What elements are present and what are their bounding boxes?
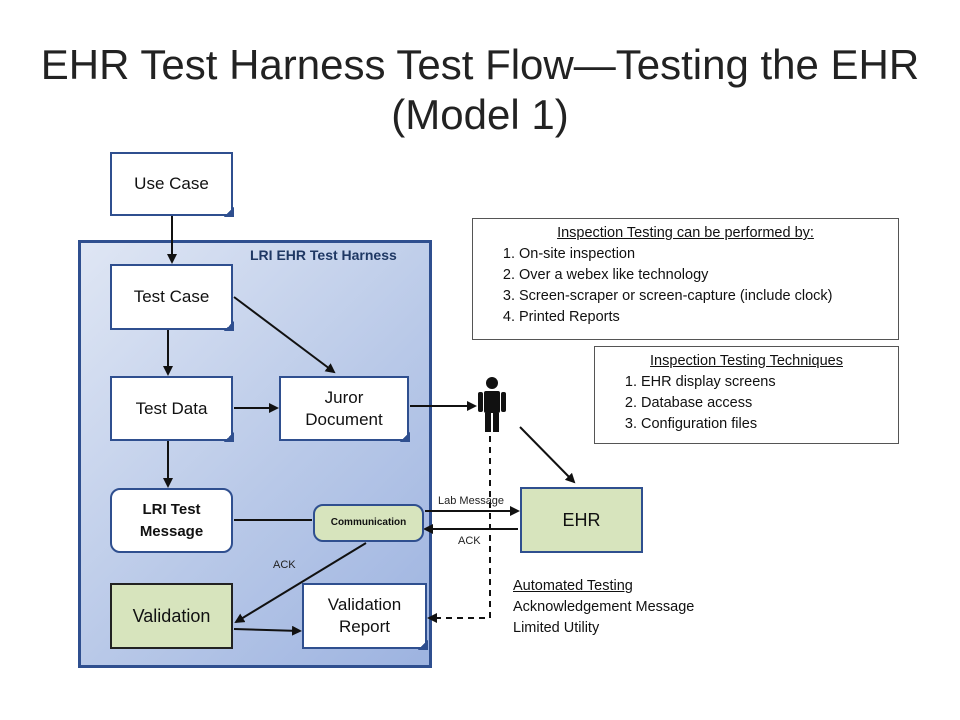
validation-report-label-2: Report <box>338 617 391 636</box>
list-item: Printed Reports <box>519 307 890 328</box>
title-line-2: (Model 1) <box>391 91 569 138</box>
validation-report-label-1: Validation <box>327 595 402 614</box>
title-line-1: EHR Test Harness Test Flow—Testing the E… <box>40 41 920 88</box>
lab-message-label: Lab Message <box>438 495 505 507</box>
test-case-box: Test Case <box>110 264 234 331</box>
lri-test-message-box: LRI Test Message <box>110 488 233 553</box>
automated-testing-line-1: Acknowledgement Message <box>513 599 695 615</box>
arrow-comm-validation <box>234 542 367 624</box>
validation-report-box: Validation Report <box>302 583 428 650</box>
lri-test-message-label-2: Message <box>139 522 204 540</box>
communication-box: Communication <box>313 504 424 542</box>
list-item: On-site inspection <box>519 244 890 265</box>
list-item: Screen-scraper or screen-capture (includ… <box>519 286 890 307</box>
automated-testing-note: Automated Testing Acknowledgement Messag… <box>513 576 694 639</box>
ehr-label: EHR <box>562 510 601 530</box>
arrow-validation-report <box>233 625 302 636</box>
automated-testing-header: Automated Testing <box>513 578 633 594</box>
inspection-techniques-panel: Inspection Testing Techniques EHR displa… <box>594 346 899 444</box>
validation-label: Validation <box>132 606 211 626</box>
ehr-box: EHR <box>520 487 643 553</box>
dashed-person-report <box>427 436 491 623</box>
list-item: EHR display screens <box>641 372 890 393</box>
arrow-testcase-juror <box>233 296 336 374</box>
use-case-label: Use Case <box>134 174 209 193</box>
ack-label-left: ACK <box>273 559 296 571</box>
ack-label-right: ACK <box>458 535 481 547</box>
juror-document-label-1: Juror <box>324 387 364 407</box>
test-data-box: Test Data <box>110 376 234 442</box>
test-case-label: Test Case <box>133 287 210 306</box>
validation-box: Validation <box>110 583 233 649</box>
inspection-techniques-header: Inspection Testing Techniques <box>650 353 843 369</box>
use-case-box: Use Case <box>110 152 234 217</box>
inspection-by-panel: Inspection Testing can be performed by: … <box>472 218 899 340</box>
harness-label: LRI EHR Test Harness <box>250 247 397 263</box>
list-item: Database access <box>641 393 890 414</box>
automated-testing-line-2: Limited Utility <box>513 620 600 636</box>
inspection-by-header: Inspection Testing can be performed by: <box>557 225 814 241</box>
juror-document-label-2: Document <box>305 409 383 429</box>
arrow-person-ehr <box>519 426 576 484</box>
lri-test-message-label-1: LRI Test <box>142 500 201 518</box>
list-item: Configuration files <box>641 414 890 435</box>
juror-document-box: Juror Document <box>279 376 410 442</box>
list-item: Over a webex like technology <box>519 265 890 286</box>
inspection-by-list: On-site inspection Over a webex like tec… <box>481 244 890 328</box>
person-icon <box>478 377 506 432</box>
page-title: EHR Test Harness Test Flow—Testing the E… <box>0 40 960 140</box>
test-data-label: Test Data <box>135 398 208 418</box>
inspection-techniques-list: EHR display screens Database access Conf… <box>603 372 890 435</box>
communication-label: Communication <box>330 517 407 528</box>
